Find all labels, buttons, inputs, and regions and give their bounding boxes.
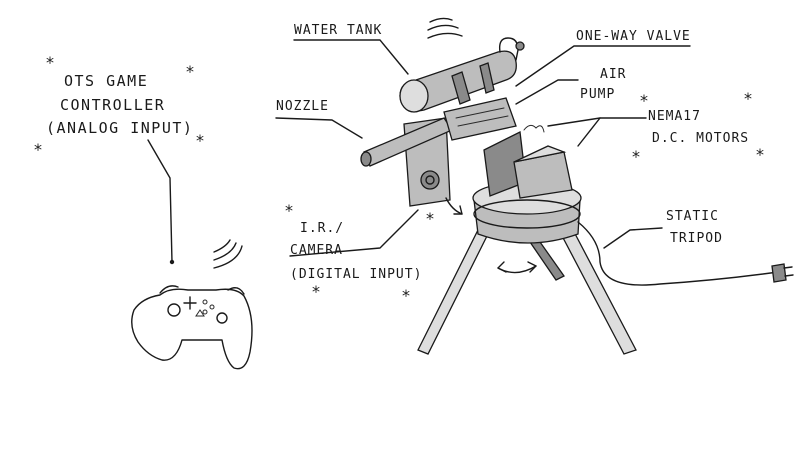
star-icon: *: [285, 201, 293, 220]
camera-label-line1: I.R./: [300, 221, 344, 236]
tilt-rotation-arrow: [445, 197, 463, 215]
face-button-icon: [195, 309, 205, 317]
tripod-label-line2: TRIPOD: [670, 231, 723, 246]
arrowhead: [527, 261, 537, 273]
motors-label-line1: NEMA17: [648, 109, 701, 124]
controller-label-line1: OTS GAME: [64, 72, 148, 90]
wireless-signal-icon: [427, 32, 463, 39]
motors-label-line2: D.C. MOTORS: [652, 131, 749, 146]
face-button-icon: [209, 304, 215, 310]
controller-label-line2: CONTROLLER: [60, 96, 165, 114]
decorative-stars: * * * * * * * * * * * *: [34, 53, 764, 305]
right-shoulder-button: [227, 287, 245, 295]
star-icon: *: [426, 209, 434, 228]
air-pump-leader: [515, 79, 579, 105]
arrowhead: [453, 205, 463, 215]
star-icon: *: [46, 53, 54, 72]
star-icon: *: [312, 282, 320, 301]
air-pump-detail: [455, 107, 509, 127]
turret-drawing: [360, 17, 794, 355]
water-tank-label: WATER TANK: [294, 23, 382, 38]
controller-label: OTS GAME CONTROLLER (ANALOG INPUT): [46, 72, 193, 265]
face-button-icon: [202, 309, 208, 315]
nozzle-label: NOZZLE: [276, 99, 329, 114]
dpad-icon: [183, 296, 197, 310]
air-pump-label-line1: AIR: [600, 67, 626, 82]
star-icon: *: [34, 140, 42, 159]
valve-knob: [515, 41, 525, 51]
camera-label-line3: (DIGITAL INPUT): [290, 267, 422, 282]
star-icon: *: [186, 62, 194, 81]
wireless-signal-icon: [213, 245, 243, 269]
pan-base-ring: [473, 199, 581, 229]
nozzle-leader: [275, 117, 363, 139]
plug-prongs: [783, 266, 794, 277]
ir-camera-lens-inner: [425, 175, 435, 185]
tank-strap: [451, 71, 471, 105]
tripod-label-line1: STATIC: [666, 209, 719, 224]
wireless-signal-icon: [427, 24, 459, 31]
one-way-valve-label: ONE-WAY VALVE: [576, 29, 691, 44]
wireless-signal-icon: [213, 242, 237, 261]
nozzle-tip: [360, 151, 372, 167]
controller-leader-line: [147, 139, 173, 263]
power-plug-icon: [771, 263, 787, 283]
motors-leader-2: [547, 117, 601, 127]
tripod-leg-right: [559, 227, 637, 355]
air-puff: [523, 124, 545, 133]
tripod-leader: [603, 227, 663, 249]
wireless-signal-icon: [429, 17, 453, 23]
face-button-icon: [202, 299, 208, 305]
star-icon: *: [756, 145, 764, 164]
star-icon: *: [196, 131, 204, 150]
star-icon: *: [402, 286, 410, 305]
air-pump: [443, 97, 517, 141]
star-icon: *: [640, 91, 648, 110]
right-stick-icon: [216, 312, 228, 324]
tripod-leg-left: [417, 225, 491, 355]
controller-label-line3: (ANALOG INPUT): [46, 119, 193, 137]
power-cable: [577, 221, 779, 286]
left-stick-icon: [167, 303, 181, 317]
one-way-valve-leader: [515, 45, 691, 87]
star-icon: *: [632, 147, 640, 166]
turret-labels: WATER TANK ONE-WAY VALVE AIR PUMP NOZZLE…: [275, 23, 749, 282]
left-shoulder-button: [159, 285, 179, 294]
camera-leader: [289, 209, 419, 257]
wireless-signal-icon: [213, 239, 231, 253]
ir-camera-lens: [420, 170, 440, 190]
water-tank-cap: [399, 79, 429, 113]
leader-dot: [169, 259, 175, 265]
water-tank-leader: [293, 39, 409, 75]
game-controller: [131, 239, 253, 370]
pan-motor-top: [513, 145, 567, 163]
controller-body: [131, 288, 253, 370]
star-icon: *: [744, 89, 752, 108]
tank-strap: [479, 62, 495, 94]
tripod-leg-back: [528, 241, 565, 281]
arrowhead: [497, 261, 507, 273]
air-pump-label-line2: PUMP: [580, 87, 615, 102]
motors-leader-1: [577, 117, 647, 147]
